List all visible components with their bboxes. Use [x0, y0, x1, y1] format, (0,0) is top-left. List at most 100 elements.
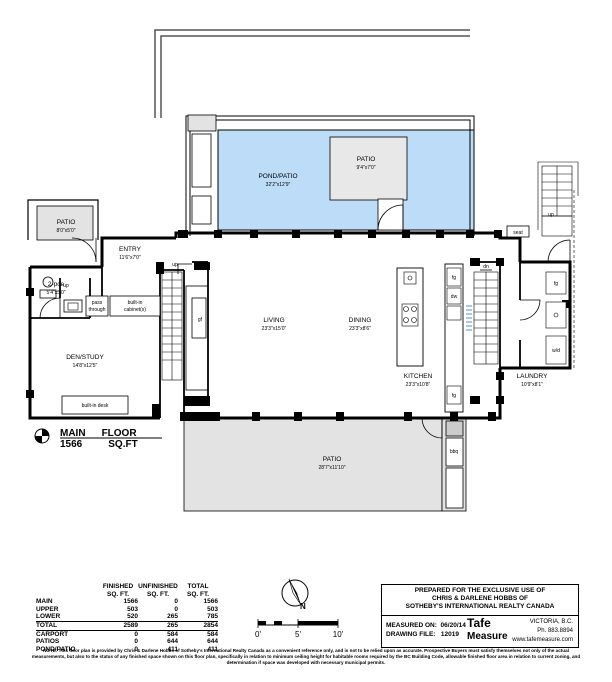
row-total: 411: [207, 645, 219, 653]
fridge-box: [446, 267, 462, 287]
washer-dryer-label: w/d: [552, 348, 560, 354]
main-floor-title: MAIN FLOOR: [60, 428, 138, 439]
bbq-label: bbq: [450, 449, 459, 455]
pond-planter-2: [191, 195, 212, 225]
row-label: LOWER: [36, 613, 61, 621]
kitchen-dn-label: dn: [483, 264, 489, 270]
entry-door: [71, 237, 103, 270]
toilet-tank: [39, 289, 57, 299]
prepared-for-box: PREPARED FOR THE EXCLUSIVE USE OF CHRIS …: [381, 584, 579, 648]
row-unfinished: 644: [167, 638, 178, 646]
pond-planter-1: [191, 133, 212, 188]
cabinet-label-2: cabinet(s): [124, 307, 146, 313]
row-label: POND/PATIO: [36, 645, 76, 653]
table-row: POND/PATIO 0 411 411: [36, 646, 218, 654]
fireplace-box: [191, 297, 207, 339]
row-unfinished: 411: [167, 645, 179, 653]
island-sink-drain: [407, 275, 413, 281]
entry-stair-arrow: [177, 263, 192, 274]
fridge-label: fg: [452, 275, 456, 281]
freezer-box: [446, 385, 462, 405]
laundry-sink-drain: [553, 312, 559, 318]
logo-name-top: Tafe: [467, 616, 491, 630]
prepared-line-2: CHRIS & DARLENE HOBBS OF: [431, 595, 529, 602]
row-unfinished: 0: [174, 598, 178, 606]
room-name-patio-top: PATIO: [357, 156, 376, 163]
room-name-entry: ENTRY: [119, 246, 142, 253]
area-table-header-1: FINISHED UNFINISHED TOTAL: [36, 583, 218, 591]
table-row: CARPORT 0 584 584: [36, 631, 218, 639]
prepared-line-1: PREPARED FOR THE EXCLUSIVE USE OF: [414, 587, 546, 594]
row-finished: 0: [134, 645, 138, 653]
area-table-header-2: SQ. FT. SQ. FT. SQ. FT.: [36, 591, 218, 599]
fixture-labels: pass through built-in cabinet(s) built-i…: [63, 212, 560, 455]
row-label: UPPER: [36, 605, 59, 613]
row-unfinished: 265: [167, 621, 178, 629]
row-total: 644: [207, 638, 218, 646]
pass-through-label-2: through: [89, 307, 106, 313]
row-label: CARPORT: [36, 630, 69, 638]
dishwasher-box: [446, 287, 462, 305]
pass-through-box: [85, 295, 109, 317]
pond-corner-post: [187, 114, 217, 132]
den-up-label: up: [63, 283, 69, 289]
disclaimer-note: NOTE: This floor plan is provided by Chr…: [31, 648, 581, 665]
bbq-counter: [445, 467, 464, 509]
row-total: 503: [207, 605, 218, 613]
room-dim-pond: 32'2"x12'9": [266, 182, 291, 188]
deck-up-label: up: [548, 212, 554, 218]
west-patio-wall: [27, 199, 99, 240]
row-unfinished: 265: [167, 613, 178, 621]
table-row-total: TOTAL 2589 265 2854: [36, 620, 218, 631]
room-labels: PATIO 8'0"x5'0" ENTRY 11'6"x7'0" POND/PA…: [46, 156, 548, 471]
bbq-unit: [445, 437, 464, 467]
logo-phone: Ph. 883.8894: [537, 628, 573, 634]
room-name-patio-west: PATIO: [57, 219, 76, 226]
compass-icon: N: [281, 578, 309, 611]
scale-tick-0: 0': [255, 630, 261, 639]
row-total: 1566: [203, 598, 218, 606]
scale-tick-10: 10': [333, 630, 344, 639]
row-finished: 503: [127, 605, 138, 613]
property-boundary: [154, 29, 470, 118]
room-dim-laundry: 10'9"x8'1": [521, 382, 543, 388]
area-header-finished-unit: SQ. FT.: [106, 590, 130, 598]
logo-city: VICTORIA, B.C.: [529, 619, 573, 625]
deck-door: [547, 239, 571, 263]
row-label: TOTAL: [36, 621, 58, 629]
laundry-sink: [545, 301, 567, 329]
scale-bar: 0' 5' 10': [255, 619, 344, 639]
window-glass: [466, 305, 472, 331]
kitchen-door: [421, 417, 443, 439]
row-finished: 0: [134, 638, 138, 646]
row-unfinished: 584: [167, 630, 178, 638]
cabinet-label-1: built-in: [128, 300, 143, 306]
drawing-label: DRAWING FILE:: [386, 631, 436, 638]
prepared-line-3: SOTHEBY'S INTERNATIONAL REALTY CANADA: [405, 603, 555, 610]
room-name-laundry: LAUNDRY: [517, 373, 549, 380]
kitchen-sink: [446, 305, 462, 321]
kitchen-island: [396, 267, 424, 367]
floor-symbol-icon: [34, 428, 50, 444]
row-finished: 2589: [123, 621, 138, 629]
prepared-details: MEASURED ON: 06/20/14 DRAWING FILE: 1201…: [382, 615, 578, 648]
table-row: LOWER 520 265 785: [36, 613, 218, 621]
row-total: 584: [207, 630, 218, 638]
room-dim-kitchen: 23'3"x10'8": [406, 382, 431, 388]
pond-door: [377, 198, 404, 231]
room-dim-patio-top: 9'4"x7'0": [356, 165, 375, 171]
patio-sink: [445, 420, 464, 437]
main-floor-area-value: 1566: [60, 439, 83, 450]
area-header-unfinished: UNFINISHED: [138, 583, 178, 590]
room-name-patio-south: PATIO: [323, 456, 342, 463]
fireplace-label: gf: [198, 317, 203, 323]
deck-stairs: [537, 161, 579, 237]
row-label: MAIN: [36, 598, 53, 606]
area-header-total-unit: SQ. FT.: [186, 590, 210, 598]
area-header-finished: FINISHED: [102, 583, 134, 590]
main-floor-area-unit: SQ.FT: [108, 439, 138, 450]
room-dim-den: 14'8"x12'5": [73, 363, 98, 369]
main-floor-floor: FLOOR: [101, 428, 137, 439]
laundry-fridge: [545, 271, 567, 295]
row-total: 2854: [203, 621, 218, 629]
